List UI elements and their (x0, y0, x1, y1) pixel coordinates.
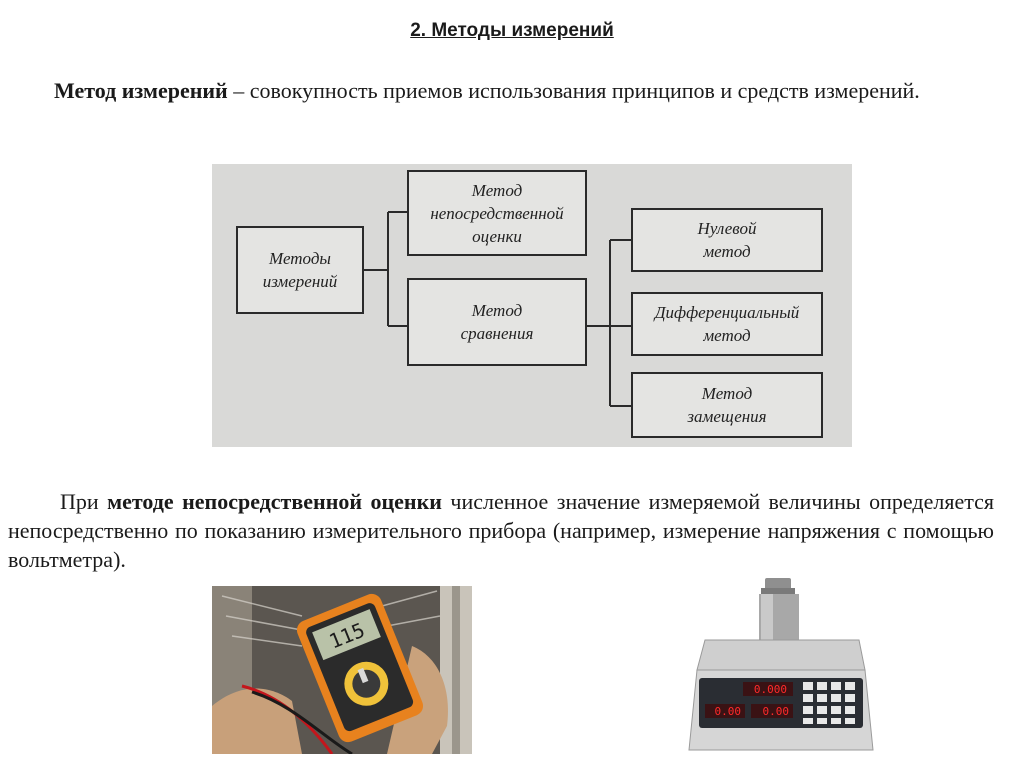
diagram-differential-box: Дифференциальный метод (631, 292, 823, 356)
diagram-direct-label: Метод непосредственной оценки (430, 180, 564, 246)
scale-display-top: 0.000 (754, 683, 787, 696)
definition-term: Метод измерений (54, 78, 228, 103)
direct-method-paragraph: При методе непосредственной оценки числе… (8, 487, 994, 574)
diagram-substitution-box: Метод замещения (631, 372, 823, 438)
diagram-root-box: Методы измерений (236, 226, 364, 314)
multimeter-photo: 115 (212, 586, 472, 754)
paragraph-prefix: При (60, 489, 108, 514)
methods-diagram: Методы измерений Метод непосредственной … (212, 164, 852, 447)
slide-title: 2. Методы измерений (410, 20, 614, 41)
diagram-null-label: Нулевой метод (697, 219, 757, 261)
diagram-differential-label: Дифференциальный метод (654, 303, 800, 345)
definition-body: – совокупность приемов использования при… (227, 78, 920, 103)
scale-photo: 0.000 0.00 0.00 (683, 574, 879, 756)
paragraph-term: методе непосредственной оценки (107, 489, 442, 514)
diagram-null-box: Нулевой метод (631, 208, 823, 272)
paragraph-body: численное значение измеряемой величины о… (8, 489, 994, 572)
diagram-root-label: Методы измерений (262, 249, 338, 291)
diagram-comparison-label: Метод сравнения (460, 301, 534, 343)
diagram-comparison-box: Метод сравнения (407, 278, 587, 366)
diagram-substitution-label: Метод замещения (687, 384, 767, 426)
scale-display-left: 0.00 (715, 705, 742, 718)
definition-text: Метод измерений – совокупность приемов и… (54, 76, 954, 106)
scale-display-right: 0.00 (763, 705, 790, 718)
diagram-connectors (362, 211, 632, 407)
diagram-direct-box: Метод непосредственной оценки (407, 170, 587, 256)
